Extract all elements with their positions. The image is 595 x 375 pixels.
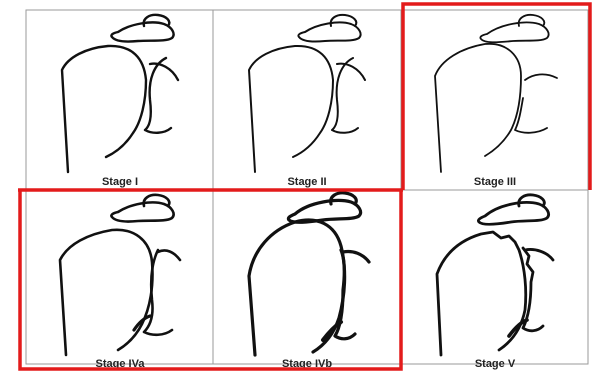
shoulder-drawing [435,15,557,172]
shoulder-drawing [249,193,369,355]
stage-label: Stage I [102,176,138,188]
acromion [480,22,548,42]
humeral-head [60,230,153,355]
panel-stage-5: Stage V [437,195,553,370]
stage-label: Stage II [287,176,326,188]
panel-stage-2: Stage II [249,15,365,188]
highlight-box-stage-iii [403,4,590,190]
acromion [478,203,548,225]
panel-stage-1: Stage I [62,15,178,188]
glenoid [145,58,178,133]
acromion [111,202,173,221]
stage-label: Stage V [475,358,516,370]
glenoid [335,250,369,339]
shoulder-drawing [249,15,365,172]
acromion [111,22,173,41]
acromion [288,201,360,223]
humeral-head [435,44,521,172]
humeral-head [437,232,526,355]
glenoid [332,58,365,133]
panel-stage-3: Stage III [435,15,557,188]
stage-label: Stage III [474,176,516,188]
shoulder-drawing [60,195,180,355]
humeral-head [249,220,345,355]
acromion [298,22,360,41]
panel-stage-4b: Stage IVb [249,193,369,370]
panel-stage-4a: Stage IVa [60,195,180,370]
glenoid [144,250,180,335]
humeral-head [62,46,146,172]
humeral-head [249,46,333,172]
shoulder-drawing [62,15,178,172]
shoulder-drawing [437,195,553,355]
